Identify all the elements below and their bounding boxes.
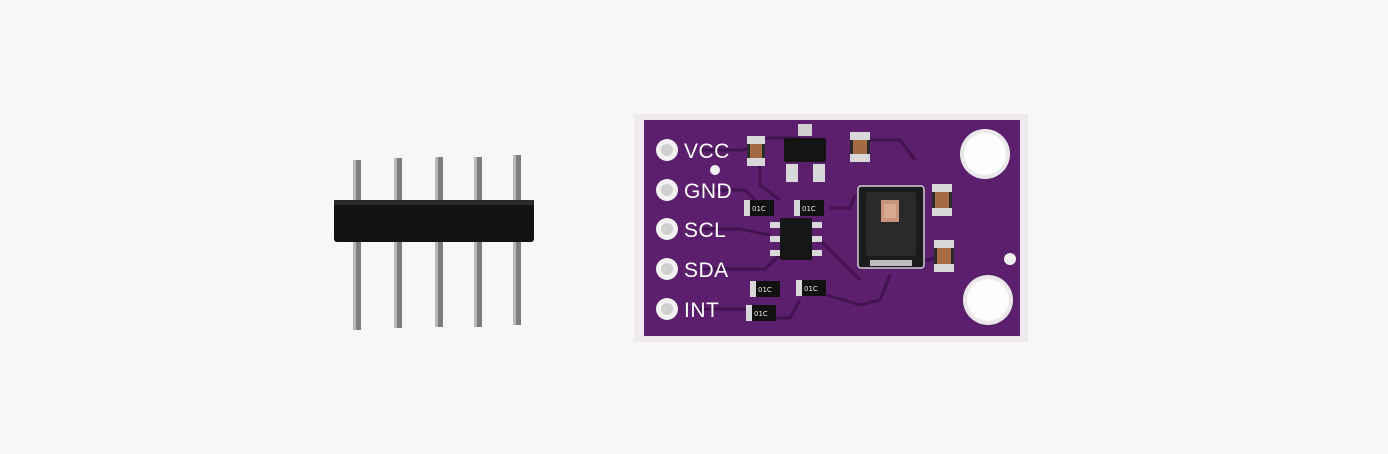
header-plastic-body [334, 200, 534, 242]
component-marking: 01C [804, 285, 818, 293]
component-marking: 01C [758, 286, 772, 294]
pin-label: SDA [684, 259, 729, 282]
smd-capacitor [747, 136, 765, 166]
smd-capacitor [934, 240, 954, 272]
voltage-regulator [784, 124, 826, 182]
component-marking: 01C [754, 310, 768, 318]
smd-resistor: 01C [794, 200, 824, 216]
smd-capacitor [932, 184, 952, 216]
header-pin [394, 158, 402, 328]
pin-pad-sda: SDA [656, 258, 729, 282]
mounting-hole-top [960, 129, 1010, 179]
mounting-hole-bottom [963, 275, 1013, 325]
component-marking: 01C [752, 205, 766, 213]
board-traces [700, 136, 951, 320]
component-marking: 01C [802, 205, 816, 213]
pin-pad-scl: SCL [656, 218, 726, 242]
pin-pad-gnd: GND [656, 179, 732, 203]
level-shifter-ic [770, 218, 822, 260]
pin-label: INT [684, 299, 719, 322]
pin-header [334, 155, 534, 330]
pin-pad-int: INT [656, 298, 719, 322]
smd-resistor: 01C [746, 305, 776, 321]
sensor-breakout-board: VCC GND SCL SDA INT [634, 114, 1028, 342]
via [710, 165, 720, 175]
smd-resistor: 01C [796, 280, 826, 296]
pin-label: GND [684, 180, 732, 203]
pin-pad-vcc: VCC [656, 139, 730, 163]
sensor-chip [857, 185, 925, 269]
smd-resistor: 01C [744, 200, 774, 216]
via [1004, 253, 1016, 265]
smd-capacitor [850, 132, 870, 162]
pin-label: SCL [684, 219, 726, 242]
smd-resistor: 01C [750, 281, 780, 297]
pin-label: VCC [684, 140, 730, 163]
header-pin [353, 160, 361, 330]
